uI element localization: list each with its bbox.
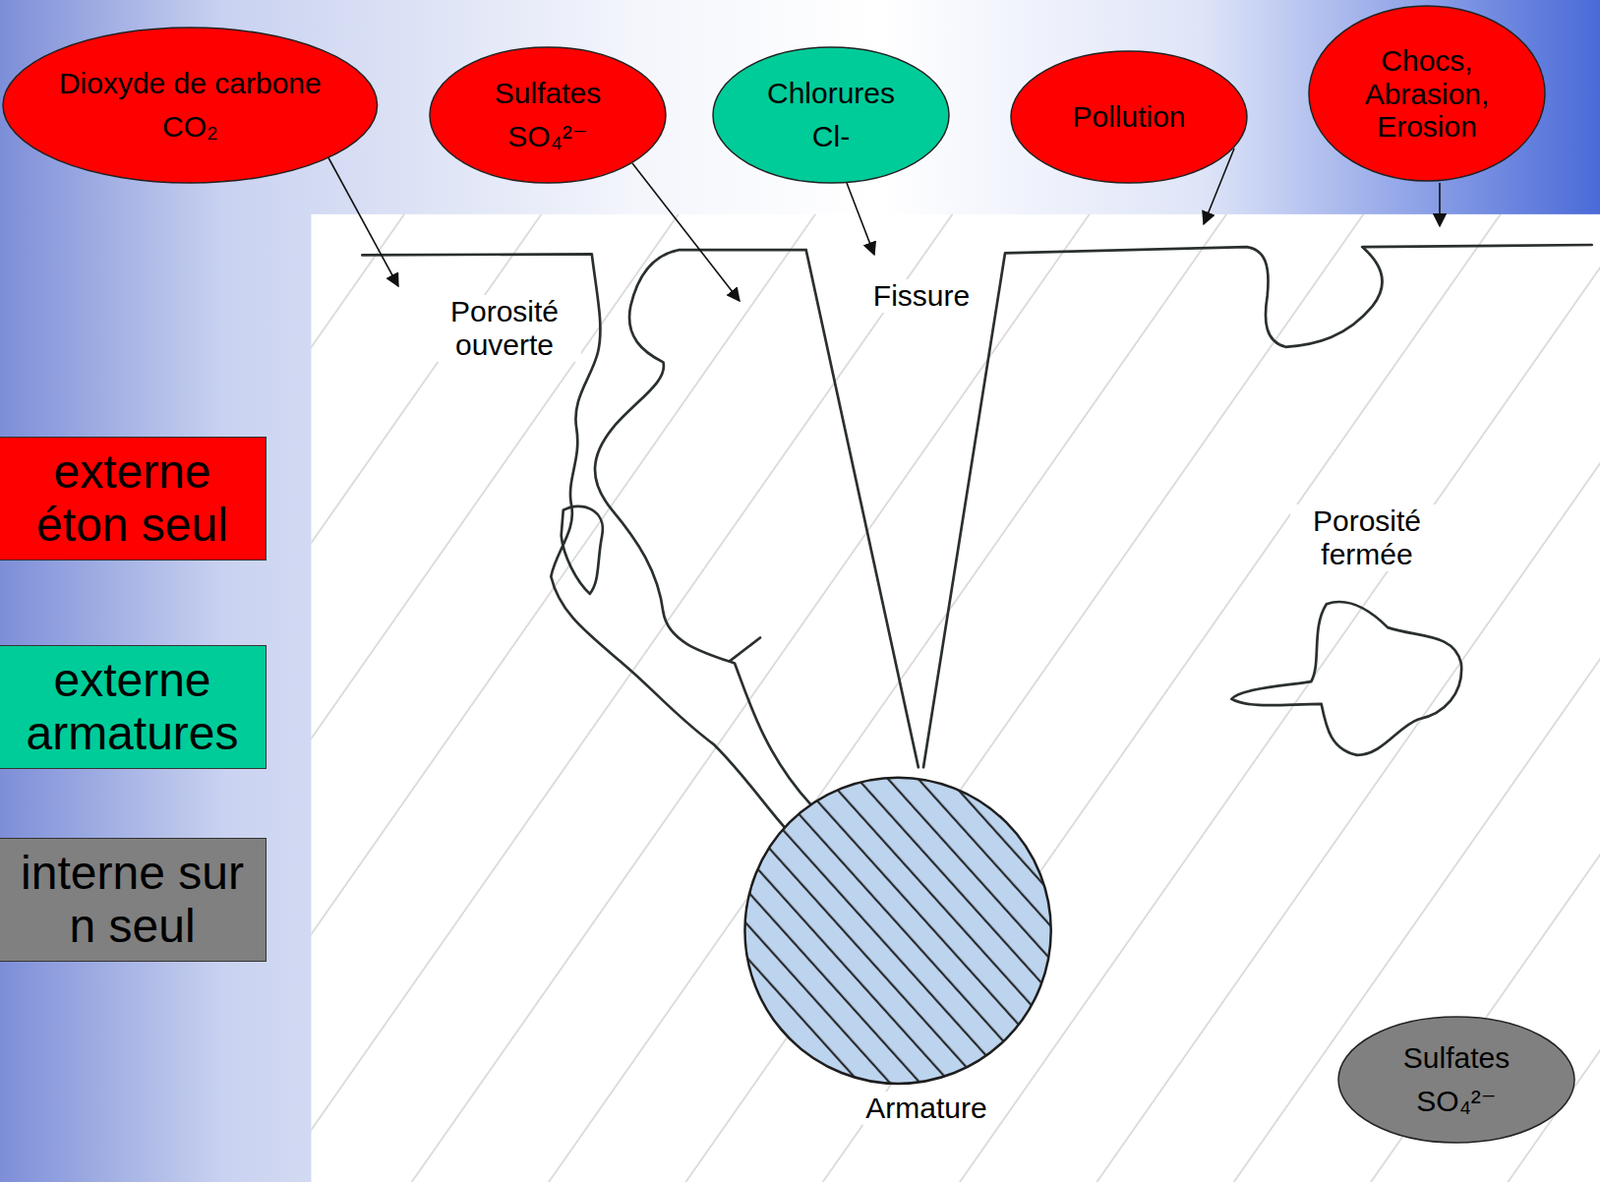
text-group: SulfatesSO₄²⁻	[494, 76, 601, 153]
node-title: Pollution	[1071, 100, 1186, 134]
ellipse-shape	[1338, 1016, 1575, 1143]
text-group: SulfatesSO₄²⁻	[1403, 1041, 1510, 1118]
ellipse-shape	[429, 47, 666, 183]
part-label: Armature	[862, 1091, 990, 1126]
ellipse-shape	[1010, 51, 1247, 183]
agent-ellipse: Dioxyde de carboneCO₂	[1, 26, 379, 184]
node-title: Chlorures	[767, 76, 895, 111]
node-title: Sulfates	[1403, 1041, 1510, 1075]
node-formula: SO₄²⁻	[1403, 1084, 1510, 1119]
zone-label: Porosité ouverte	[427, 295, 582, 361]
category-box: externe armatures	[0, 645, 267, 770]
ellipse-shape	[712, 47, 949, 183]
text-group: Chocs, Abrasion, Erosion	[1353, 44, 1501, 144]
concrete-section	[310, 214, 1600, 1182]
agent-ellipse: SulfatesSO₄²⁻	[428, 46, 667, 184]
zone-label: Porosité fermée	[1290, 504, 1444, 571]
agent-ellipse: Pollution	[1009, 50, 1248, 184]
ellipse-outline	[711, 46, 950, 184]
agent-ellipse: Chocs, Abrasion, Erosion	[1307, 4, 1546, 182]
text-group: externe éton seul	[9, 445, 256, 552]
ellipse-outline	[428, 46, 667, 184]
category-box: externe éton seul	[0, 436, 267, 561]
node-formula: SO₄²⁻	[494, 119, 601, 154]
node-formula: Cl-	[767, 119, 895, 154]
category-box: interne sur n seul	[0, 837, 267, 962]
rebar-section	[734, 767, 1062, 1094]
node-title: externe armatures	[9, 653, 256, 761]
agent-ellipse: SulfatesSO₄²⁻	[1337, 1015, 1576, 1144]
node-title: Dioxyde de carbone	[59, 66, 322, 101]
node-title: interne sur n seul	[9, 846, 256, 953]
ellipse-outline	[1337, 1015, 1576, 1144]
text-group: Dioxyde de carboneCO₂	[59, 66, 322, 143]
node-title: Chocs, Abrasion, Erosion	[1353, 44, 1501, 144]
ellipse-shape	[1308, 5, 1545, 181]
agent-ellipse: ChloruresCl-	[711, 46, 950, 184]
text-group: Pollution	[1071, 100, 1186, 134]
text-group: externe armatures	[9, 653, 256, 761]
text-group: interne sur n seul	[9, 846, 256, 953]
node-title: externe éton seul	[9, 445, 256, 552]
node-title: Sulfates	[494, 76, 601, 111]
text-group: ChloruresCl-	[767, 76, 895, 153]
ellipse-outline	[1, 26, 379, 184]
zone-label: Fissure	[870, 279, 973, 313]
node-formula: CO₂	[59, 110, 322, 144]
ellipse-shape	[2, 27, 378, 183]
